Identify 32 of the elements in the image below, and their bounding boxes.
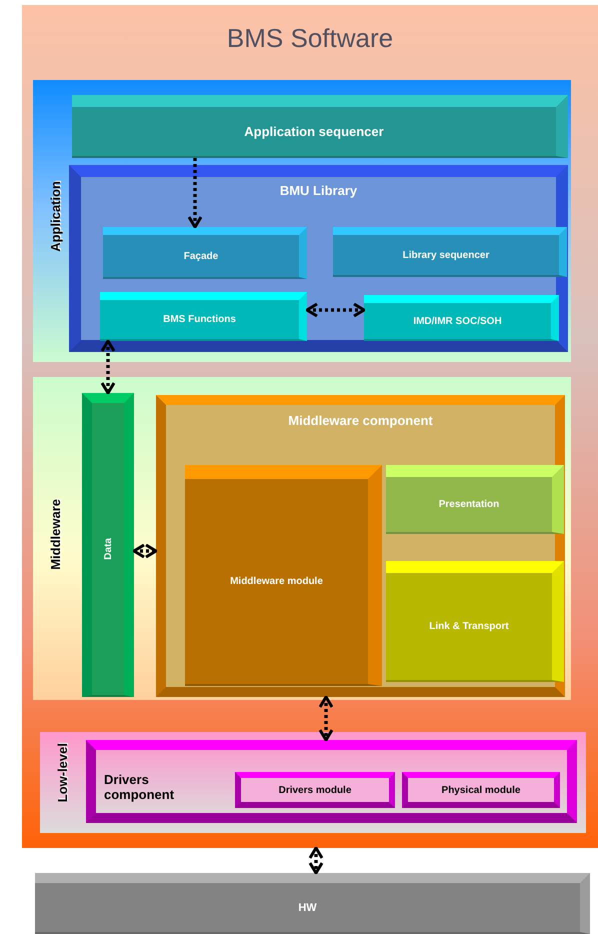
layer-label: Low-level [55,742,70,802]
arrow [100,340,116,394]
layer-label: Middleware [48,498,63,570]
data-column: Data [82,393,134,697]
module-block: Physical module [402,772,560,808]
module-block: IMD/IMR SOC/SOH [364,295,559,341]
group-title: BMS Software [226,23,394,54]
module-block: Library sequencer [333,227,567,277]
module-block: Middleware module [185,465,382,686]
module-block: Façade [103,227,307,279]
group-title: Drivers component [104,772,176,802]
layer-band [40,732,586,833]
component-block: Application sequencer [72,95,568,158]
system-container [22,5,598,848]
arrow [306,302,366,318]
layer-band [33,80,571,362]
library-container [69,165,568,352]
arrow [308,846,324,874]
module-block: Presentation [386,465,564,534]
component-container [156,395,565,697]
module-block: Drivers module [235,772,395,808]
layer-band [33,377,571,700]
group-title: BMU Library [278,183,358,198]
component-container [86,740,577,823]
arrow [188,158,202,228]
arrow [132,544,158,558]
arrow [318,696,334,742]
module-block: Link & Transport [386,561,564,682]
layer-label: Application [48,181,63,252]
hardware-block: HW [35,873,590,934]
group-title: Middleware component [287,413,434,428]
module-block: BMS Functions [100,292,307,341]
